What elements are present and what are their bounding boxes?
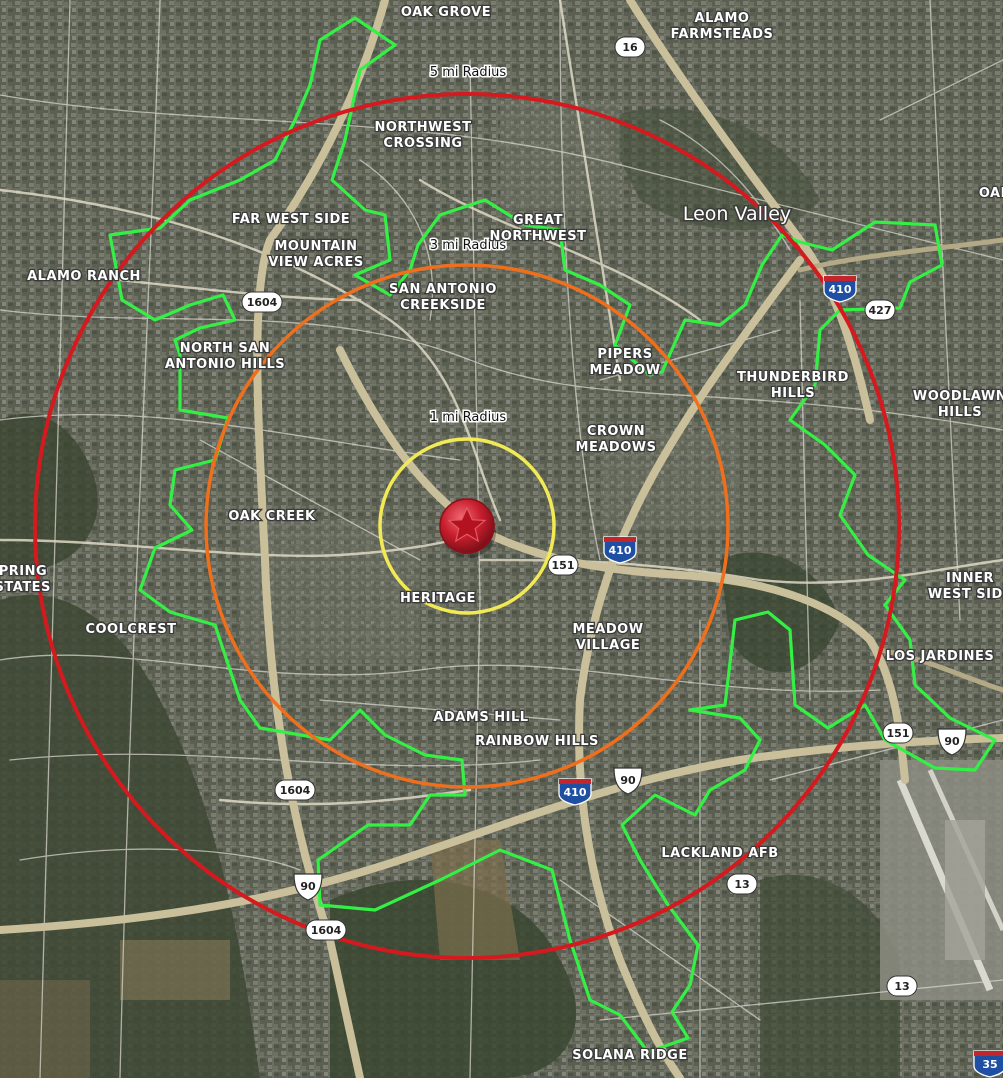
interstate-shield: 410 [603,536,637,564]
route-shield: 151 [547,554,579,576]
area-label: FAR WEST SIDE [232,212,350,227]
svg-text:16: 16 [622,41,638,54]
ring-5mi [33,92,901,960]
interstate-shield: 35 [973,1050,1003,1078]
interstate-shield: 410 [558,778,592,806]
svg-text:1604: 1604 [247,296,278,309]
ring-1mi [378,437,556,615]
highway-410-north [626,0,874,424]
star-pin-icon[interactable] [439,498,496,558]
area-label: SPRINGESTATES [0,564,51,595]
route-shield: 151 [882,722,914,744]
route-shield: 1604 [241,291,283,313]
area-label: ADAMS HILL [433,710,528,725]
ring-3mi [204,263,730,789]
area-label: OAK GROVE [401,5,491,20]
area-label: HERITAGE [400,591,476,606]
area-label: OAK [979,186,1003,201]
svg-text:13: 13 [894,980,909,993]
city-label-leon-valley: Leon Valley [683,203,791,225]
us-route-shield: 90 [613,767,643,795]
svg-text:90: 90 [944,735,960,748]
us-route-shield: 90 [293,873,323,901]
area-label: LOS JARDINES [886,649,994,664]
route-shield: 13 [726,873,758,895]
svg-text:151: 151 [552,559,575,572]
route-shield: 13 [886,975,918,997]
area-label: SOLANA RIDGE [572,1048,687,1063]
us-route-shield: 90 [937,728,967,756]
area-label: COOLCREST [85,622,176,637]
svg-text:90: 90 [620,774,636,787]
svg-text:151: 151 [887,727,910,740]
svg-text:410: 410 [829,283,852,296]
radius-label-3mi: 3 mi Radius [430,238,507,253]
highway-90 [0,734,1003,934]
route-shield: 16 [614,36,646,58]
radius-label-1mi: 1 mi Radius [430,410,507,425]
route-shield: 1604 [305,919,347,941]
area-label: LACKLAND AFB [661,846,778,861]
svg-text:1604: 1604 [280,784,311,797]
interstate-shield: 410 [823,275,857,303]
route-shield: 1604 [274,779,316,801]
svg-text:410: 410 [609,544,632,557]
radius-rings [33,92,901,960]
route-shields: 16 410 427 1604 151 410 [241,36,1003,1078]
area-label: RAINBOW HILLS [475,734,599,749]
trade-area-boundary [108,16,997,1054]
svg-text:35: 35 [982,1058,997,1071]
svg-text:427: 427 [869,304,892,317]
svg-text:90: 90 [300,880,316,893]
svg-text:410: 410 [564,786,587,799]
highway-151 [336,346,909,784]
area-label: OAK CREEK [228,509,316,524]
radius-label-5mi: 5 mi Radius [430,65,507,80]
area-label: ALAMO RANCH [27,269,141,284]
svg-text:1604: 1604 [311,924,342,937]
svg-text:13: 13 [734,878,749,891]
route-shield: 427 [864,299,896,321]
radius-labels: 1 mi Radius 3 mi Radius 5 mi Radius [428,64,508,427]
